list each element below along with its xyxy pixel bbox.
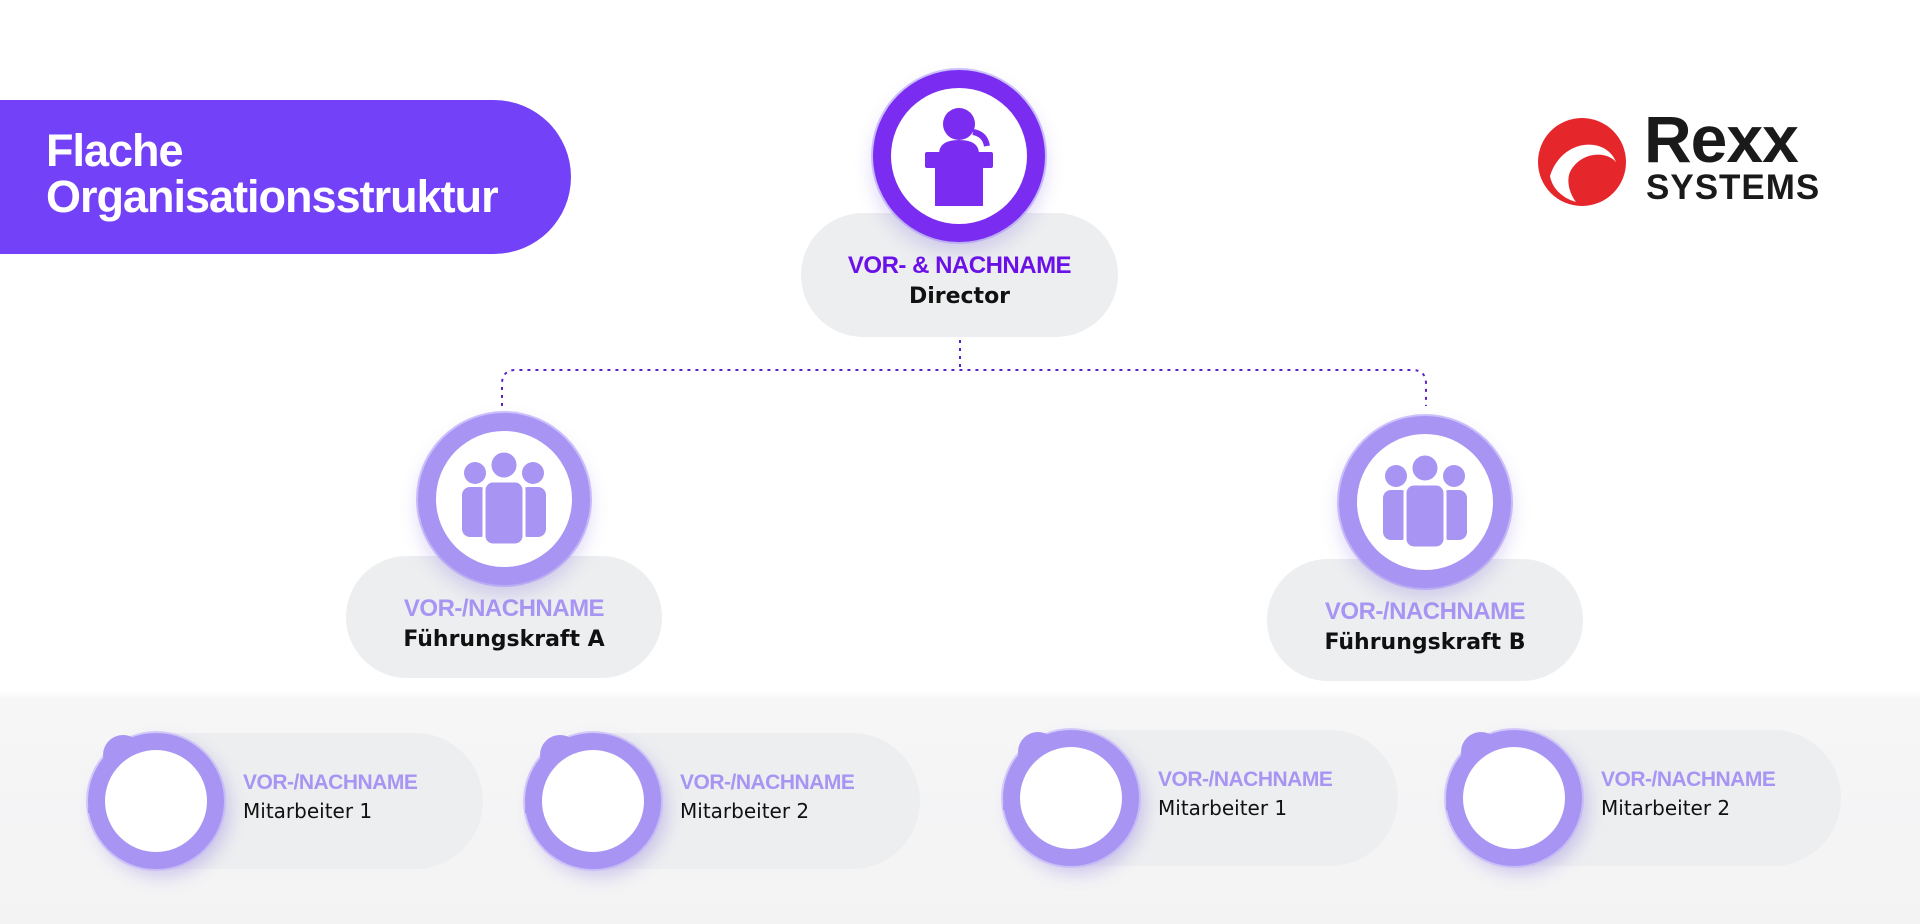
director-avatar bbox=[873, 70, 1045, 242]
leader-a-card: VOR-/NACHNAME Führungskraft A bbox=[346, 556, 662, 678]
employee-role: Mitarbeiter 1 bbox=[243, 799, 373, 823]
director-name: VOR- & NACHNAME bbox=[847, 252, 1072, 279]
leader-b-role: Führungskraft B bbox=[1324, 630, 1526, 655]
employee-role: Mitarbeiter 2 bbox=[1601, 796, 1731, 820]
leader-b-name: VOR-/NACHNAME bbox=[1324, 598, 1526, 625]
employee-name: VOR-/NACHNAME bbox=[1601, 768, 1776, 791]
employee-avatar bbox=[88, 733, 224, 869]
leader-a-role: Führungskraft A bbox=[403, 627, 605, 652]
diagram-title: Flache Organisationsstruktur bbox=[46, 125, 499, 222]
employee-card-1: VOR-/NACHNAME Mitarbeiter 1 bbox=[88, 733, 483, 869]
employee-role: Mitarbeiter 2 bbox=[680, 799, 810, 823]
employee-avatar bbox=[1446, 730, 1582, 866]
employee-card-2: VOR-/NACHNAME Mitarbeiter 2 bbox=[525, 733, 920, 869]
employee-role: Mitarbeiter 1 bbox=[1158, 796, 1288, 820]
employee-name: VOR-/NACHNAME bbox=[243, 771, 418, 794]
leader-a-name: VOR-/NACHNAME bbox=[403, 595, 605, 622]
team-group-icon bbox=[1383, 452, 1467, 550]
rexx-logo-mark-icon bbox=[1538, 118, 1626, 206]
director-role: Director bbox=[908, 284, 1011, 309]
leader-a-avatar bbox=[418, 413, 590, 585]
employee-card-3: VOR-/NACHNAME Mitarbeiter 1 bbox=[1003, 730, 1398, 866]
employee-name: VOR-/NACHNAME bbox=[1158, 768, 1333, 791]
logo-wordmark-rexx: Rexx bbox=[1644, 102, 1799, 176]
logo-wordmark-systems: SYSTEMS bbox=[1646, 168, 1821, 207]
rexx-systems-logo: Rexx SYSTEMS bbox=[1536, 106, 1846, 222]
employee-avatar bbox=[525, 733, 661, 869]
speaker-podium-icon bbox=[925, 108, 993, 206]
employee-card-4: VOR-/NACHNAME Mitarbeiter 2 bbox=[1446, 730, 1841, 866]
title-banner: Flache Organisationsstruktur bbox=[0, 100, 571, 254]
leader-b-avatar bbox=[1339, 416, 1511, 588]
employee-avatar bbox=[1003, 730, 1139, 866]
employee-name: VOR-/NACHNAME bbox=[680, 771, 855, 794]
team-group-icon bbox=[462, 449, 546, 547]
